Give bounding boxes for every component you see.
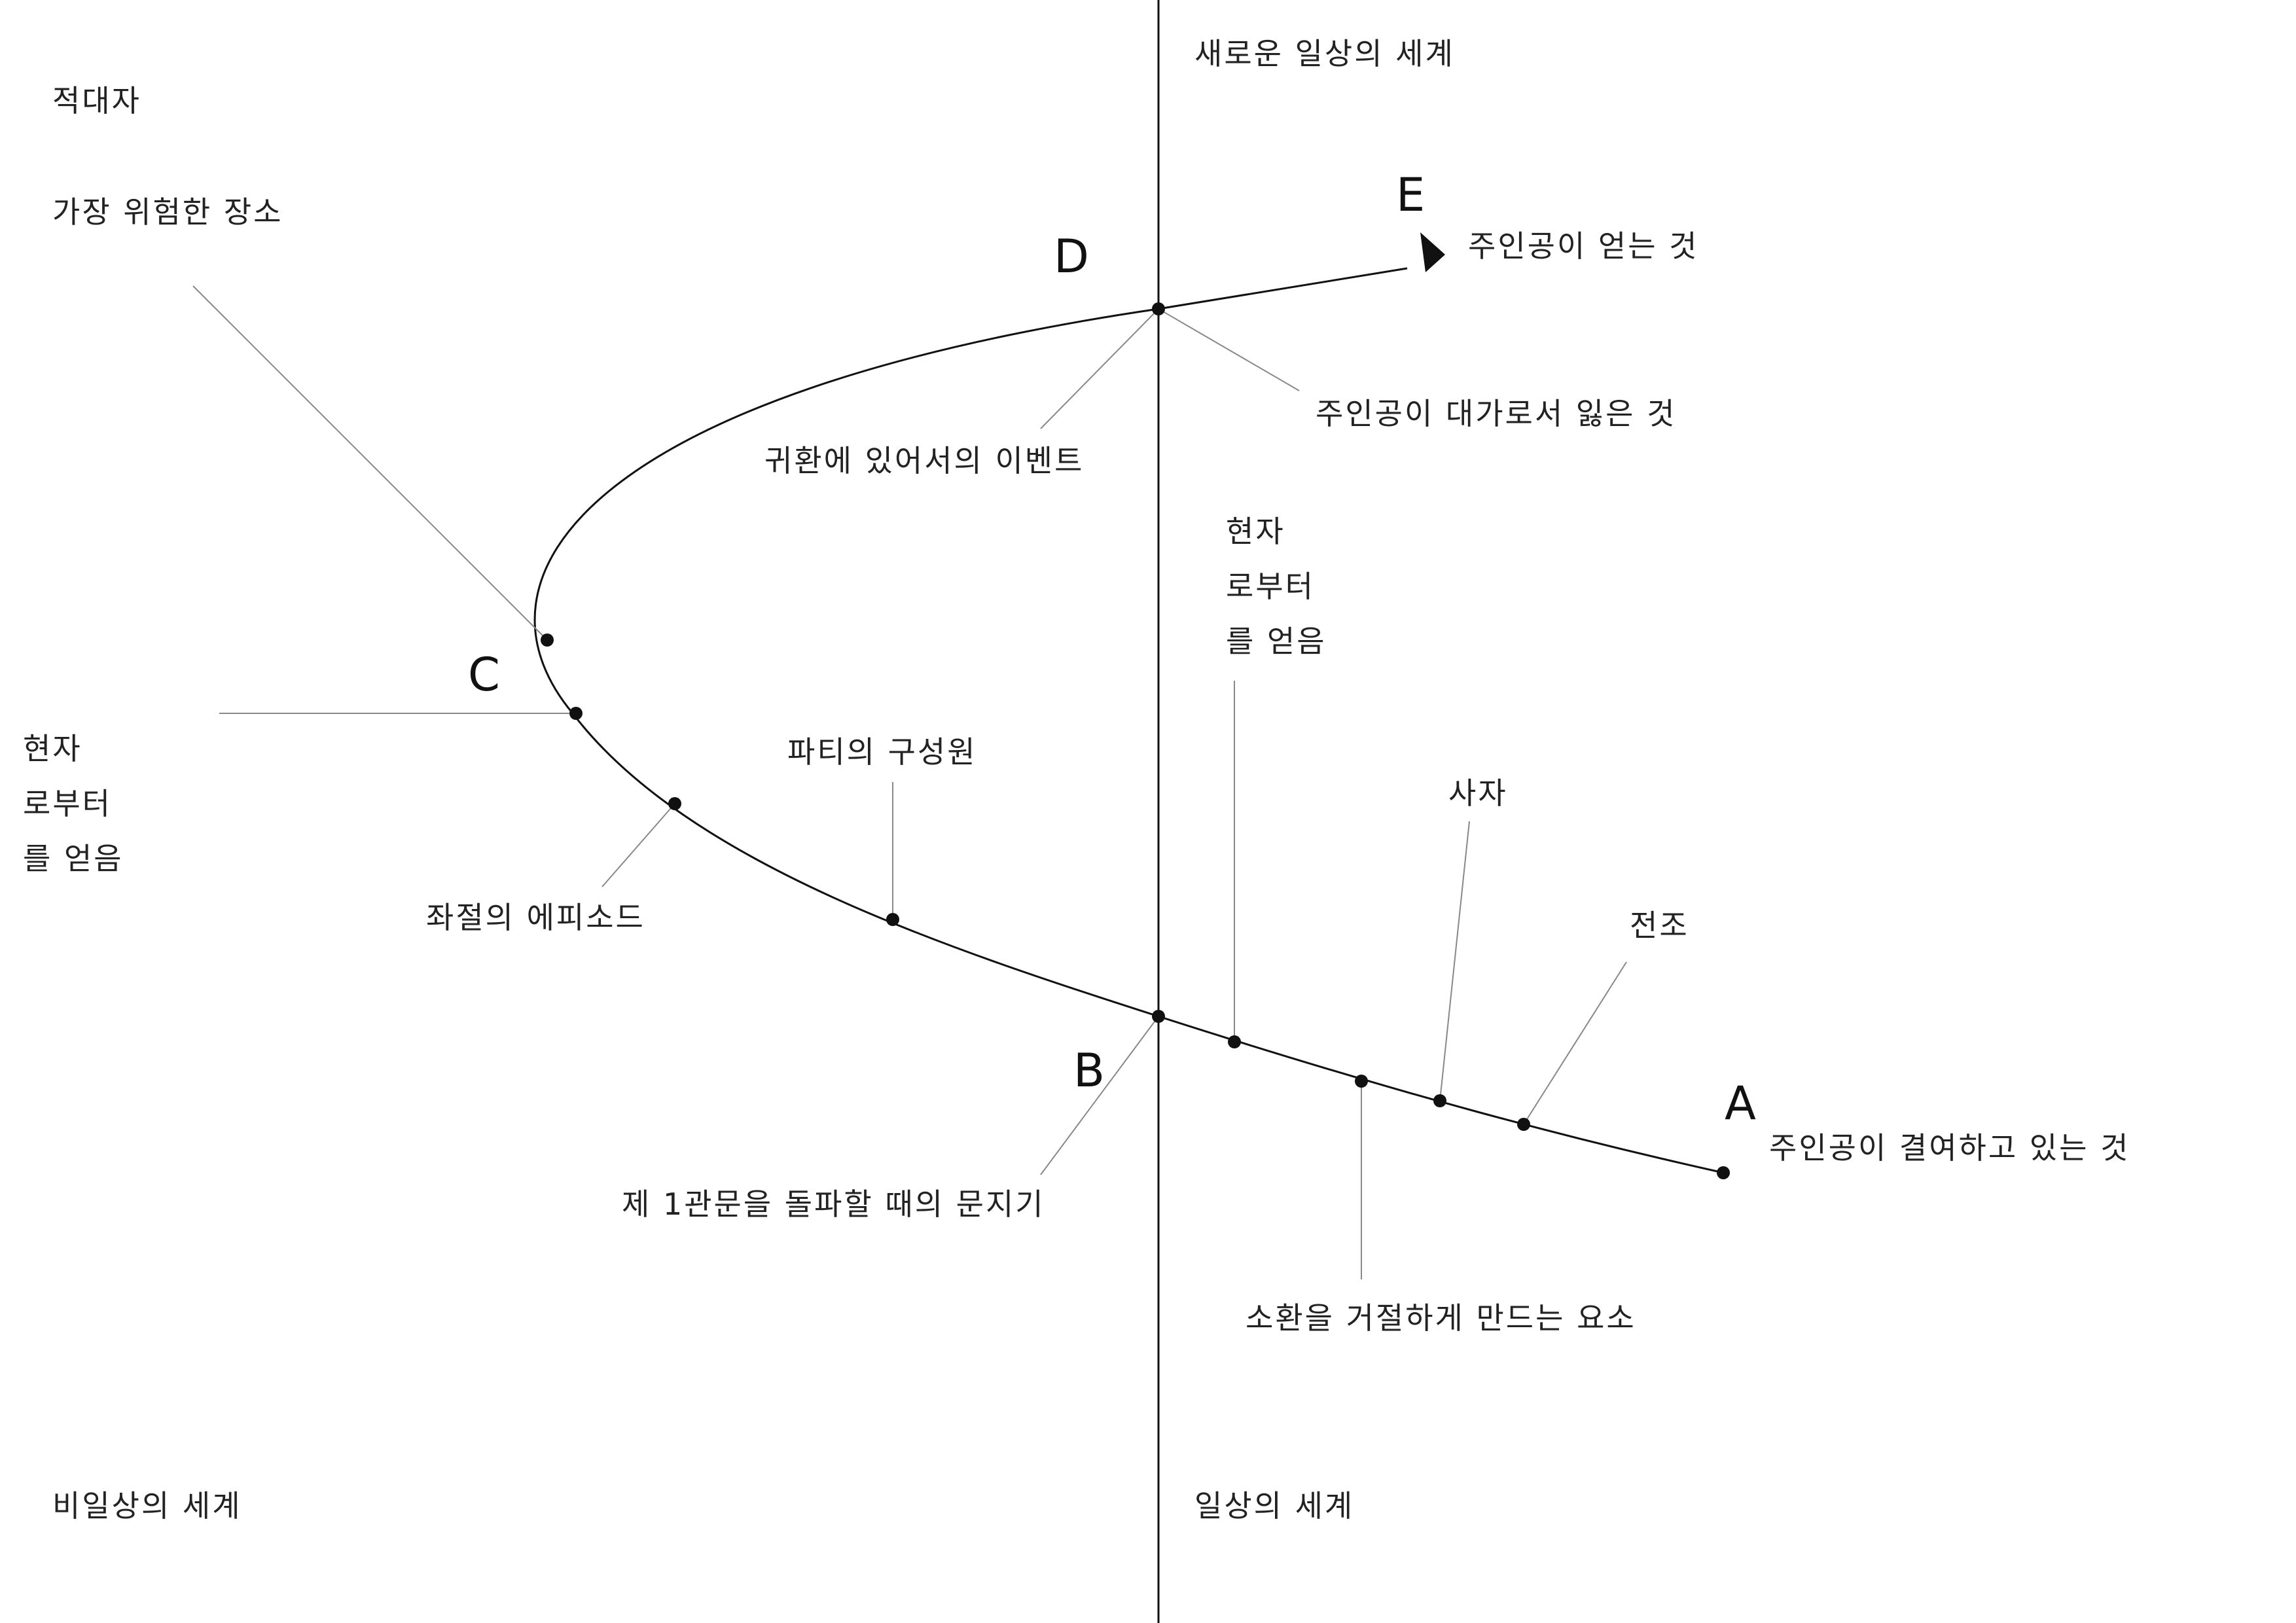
leader-setback-episode xyxy=(601,803,675,887)
label-foreshadowing: 전조 xyxy=(1630,908,1689,943)
label-refusal-element: 소환을 거절하게 만드는 요소 xyxy=(1246,1300,1636,1336)
label-mentor-right-line-3: 를 얻음 xyxy=(1226,624,1327,659)
label-most-dangerous-place: 가장 위험한 장소 xyxy=(52,194,283,230)
leader-messenger xyxy=(1439,821,1470,1101)
curve-dot-party xyxy=(886,913,899,926)
curve-dot-messenger xyxy=(1433,1094,1446,1107)
point-label-e: E xyxy=(1396,168,1425,222)
label-what-hero-lacks: 주인공이 결여하고 있는 것 xyxy=(1769,1130,2130,1166)
label-mentor-right-line-2: 로부터 xyxy=(1226,569,1315,604)
curve-dot-mentor-right xyxy=(1228,1035,1241,1048)
leader-foreshadowing xyxy=(1523,961,1627,1125)
label-what-hero-gains: 주인공이 얻는 것 xyxy=(1468,228,1698,264)
label-mentor-left-line-2: 로부터 xyxy=(23,786,112,821)
region-special-world: 비일상의 세계 xyxy=(52,1488,242,1524)
leader-what-hero-loses xyxy=(1158,308,1300,391)
curve-dot-foreshadowing xyxy=(1517,1118,1530,1131)
curve-dot-c xyxy=(541,633,554,647)
label-threshold-guardian: 제 1관문을 돌파할 때의 문지기 xyxy=(622,1186,1045,1222)
label-mentor-left-line-3: 를 얻음 xyxy=(23,841,124,876)
label-messenger: 사자 xyxy=(1448,776,1508,811)
point-label-c: C xyxy=(468,648,500,702)
region-ordinary-world: 일상의 세계 xyxy=(1194,1488,1354,1524)
leader-return-event xyxy=(1040,308,1159,429)
point-label-b: B xyxy=(1073,1044,1105,1097)
label-setback-episode: 좌절의 에피소드 xyxy=(426,900,645,935)
curve-dot-mentor-left xyxy=(569,707,583,720)
label-antagonist: 적대자 xyxy=(52,83,141,118)
leader-threshold-guardian xyxy=(1040,1016,1159,1175)
label-mentor-right-line-1: 현자 xyxy=(1226,514,1285,549)
label-what-hero-loses: 주인공이 대가로서 잃은 것 xyxy=(1316,396,1676,431)
curve-dot-setback xyxy=(668,797,681,810)
label-return-event: 귀환에 있어서의 이벤트 xyxy=(764,443,1084,478)
point-label-a: A xyxy=(1725,1077,1756,1130)
leader-most-dangerous-place xyxy=(192,285,548,641)
label-mentor-left-line-1: 현자 xyxy=(23,731,82,766)
label-party-members: 파티의 구성원 xyxy=(787,734,977,770)
curve-dot-refusal xyxy=(1355,1075,1368,1088)
region-new-ordinary-world: 새로운 일상의 세계 xyxy=(1194,36,1455,71)
curve-dot-d xyxy=(1152,302,1165,315)
point-label-d: D xyxy=(1054,230,1089,283)
journey-arrowhead xyxy=(1420,232,1445,272)
curve-dot-b xyxy=(1152,1010,1165,1023)
curve-dot-a xyxy=(1717,1166,1730,1179)
